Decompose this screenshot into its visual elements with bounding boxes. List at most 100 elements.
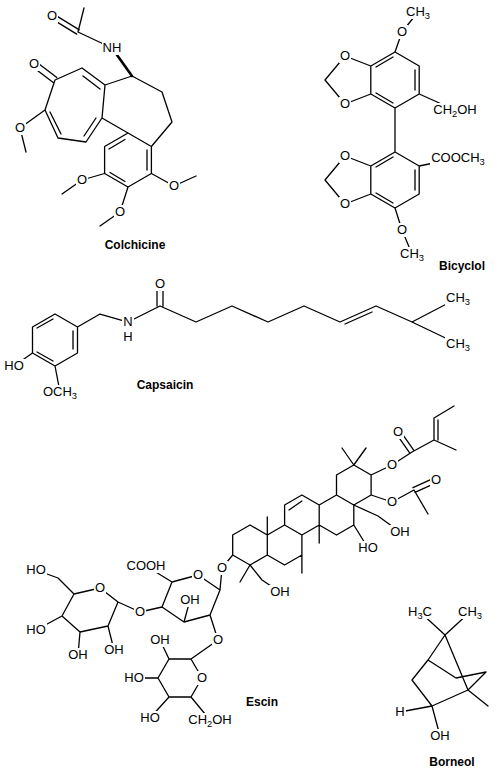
atom-label: O [134, 605, 146, 619]
atom-label: O [339, 197, 351, 211]
text-run: OCH [43, 384, 72, 399]
colchicine-skeleton [20, 8, 196, 226]
text-run: OH [180, 592, 200, 607]
atom-label: HO [25, 623, 47, 637]
text-run: 2 [452, 109, 457, 119]
text-run: HO [124, 670, 144, 685]
text-run: O [387, 494, 397, 509]
text-run: OH [104, 642, 124, 657]
bond-lines [20, 8, 196, 226]
borneol-skeleton [400, 612, 488, 736]
text-run: HO [4, 358, 24, 373]
text-run: O [397, 222, 407, 237]
molecule-name: Bicyclol [438, 260, 486, 273]
text-run: N [123, 314, 132, 329]
bond-lines [14, 284, 458, 392]
text-run: OH [150, 632, 170, 647]
atom-label: O [339, 149, 351, 163]
atom-label: OH [429, 729, 451, 743]
atom-label: CH3 [445, 337, 471, 351]
atom-label: CH3 [399, 247, 425, 261]
atom-label: O [430, 473, 442, 487]
text-run: O [193, 567, 203, 582]
text-run: OH [270, 584, 290, 599]
text-run: 3 [465, 343, 470, 353]
atom-label: O [396, 25, 408, 39]
text-run: O [155, 276, 165, 291]
text-run: O [340, 148, 350, 163]
capsaicin-skeleton [14, 284, 458, 392]
bicyclol-skeleton [325, 12, 458, 254]
atom-label: COOCH3 [430, 151, 486, 165]
text-run: O [77, 172, 87, 187]
text-run: O [217, 560, 227, 575]
text-run: O [135, 604, 145, 619]
bond-lines [36, 406, 456, 720]
atom-label: O [212, 633, 224, 647]
bond-lines [325, 12, 458, 254]
text-run: O [47, 8, 57, 23]
text-run: HO [358, 540, 378, 555]
atom-label: CH3 [457, 605, 483, 619]
text-run: HO [26, 562, 46, 577]
text-run: NH [103, 40, 122, 55]
text-run: O [213, 632, 223, 647]
molecule-name: Capsaicin [136, 379, 195, 392]
text-run: O [387, 457, 397, 472]
text-run: O [169, 178, 179, 193]
atom-label: O [339, 97, 351, 111]
text-run: Capsaicin [137, 378, 194, 392]
text-run: 3 [477, 611, 482, 621]
atom-label: O [339, 49, 351, 63]
text-run: 3 [419, 253, 424, 263]
atom-label: O [76, 173, 88, 187]
text-run: HO [140, 710, 160, 725]
atom-label: O [192, 568, 204, 582]
text-run: OH [457, 102, 477, 117]
text-run: 3 [417, 611, 422, 621]
atom-label: O [386, 458, 398, 472]
text-run: Bicyclol [439, 259, 485, 273]
text-run: O [397, 24, 407, 39]
atom-label: O [94, 581, 106, 595]
bond-lines [400, 612, 488, 736]
atom-label: CH2OH [187, 713, 232, 727]
atom-label: O [392, 425, 404, 439]
text-run: O [197, 670, 207, 685]
text-run: CH [406, 4, 425, 19]
text-run: O [340, 196, 350, 211]
atom-label: OH [269, 585, 291, 599]
text-run: 3 [72, 391, 77, 401]
text-run: CH [458, 604, 477, 619]
atom-label: O [154, 277, 166, 291]
text-run: O [340, 96, 350, 111]
atom-label: HO [123, 671, 145, 685]
atom-label: CH3 [445, 291, 471, 305]
text-run: COOH [127, 558, 166, 573]
atom-label: COOH [126, 559, 167, 573]
atom-label: OH [179, 593, 201, 607]
atom-label: NH [102, 41, 123, 55]
atom-label: OH [389, 525, 411, 539]
text-run: OH [390, 524, 410, 539]
text-run: C [423, 604, 432, 619]
text-run: HO [26, 622, 46, 637]
atom-label: O [46, 9, 58, 23]
text-run: H [408, 604, 417, 619]
text-run: CH [188, 712, 207, 727]
atom-label: O [168, 179, 180, 193]
text-run: CH [433, 102, 452, 117]
atom-label: OH [67, 648, 89, 662]
atom-label: HO [357, 541, 379, 555]
text-run: O [29, 56, 39, 71]
text-run: OH [68, 647, 88, 662]
text-run: 3 [425, 11, 430, 21]
text-run: COOCH [431, 150, 479, 165]
atom-label: H [394, 705, 405, 719]
atom-label: H [122, 330, 133, 344]
text-run: 3 [465, 297, 470, 307]
molecule-name: Borneol [428, 756, 475, 769]
atom-label: O [396, 223, 408, 237]
